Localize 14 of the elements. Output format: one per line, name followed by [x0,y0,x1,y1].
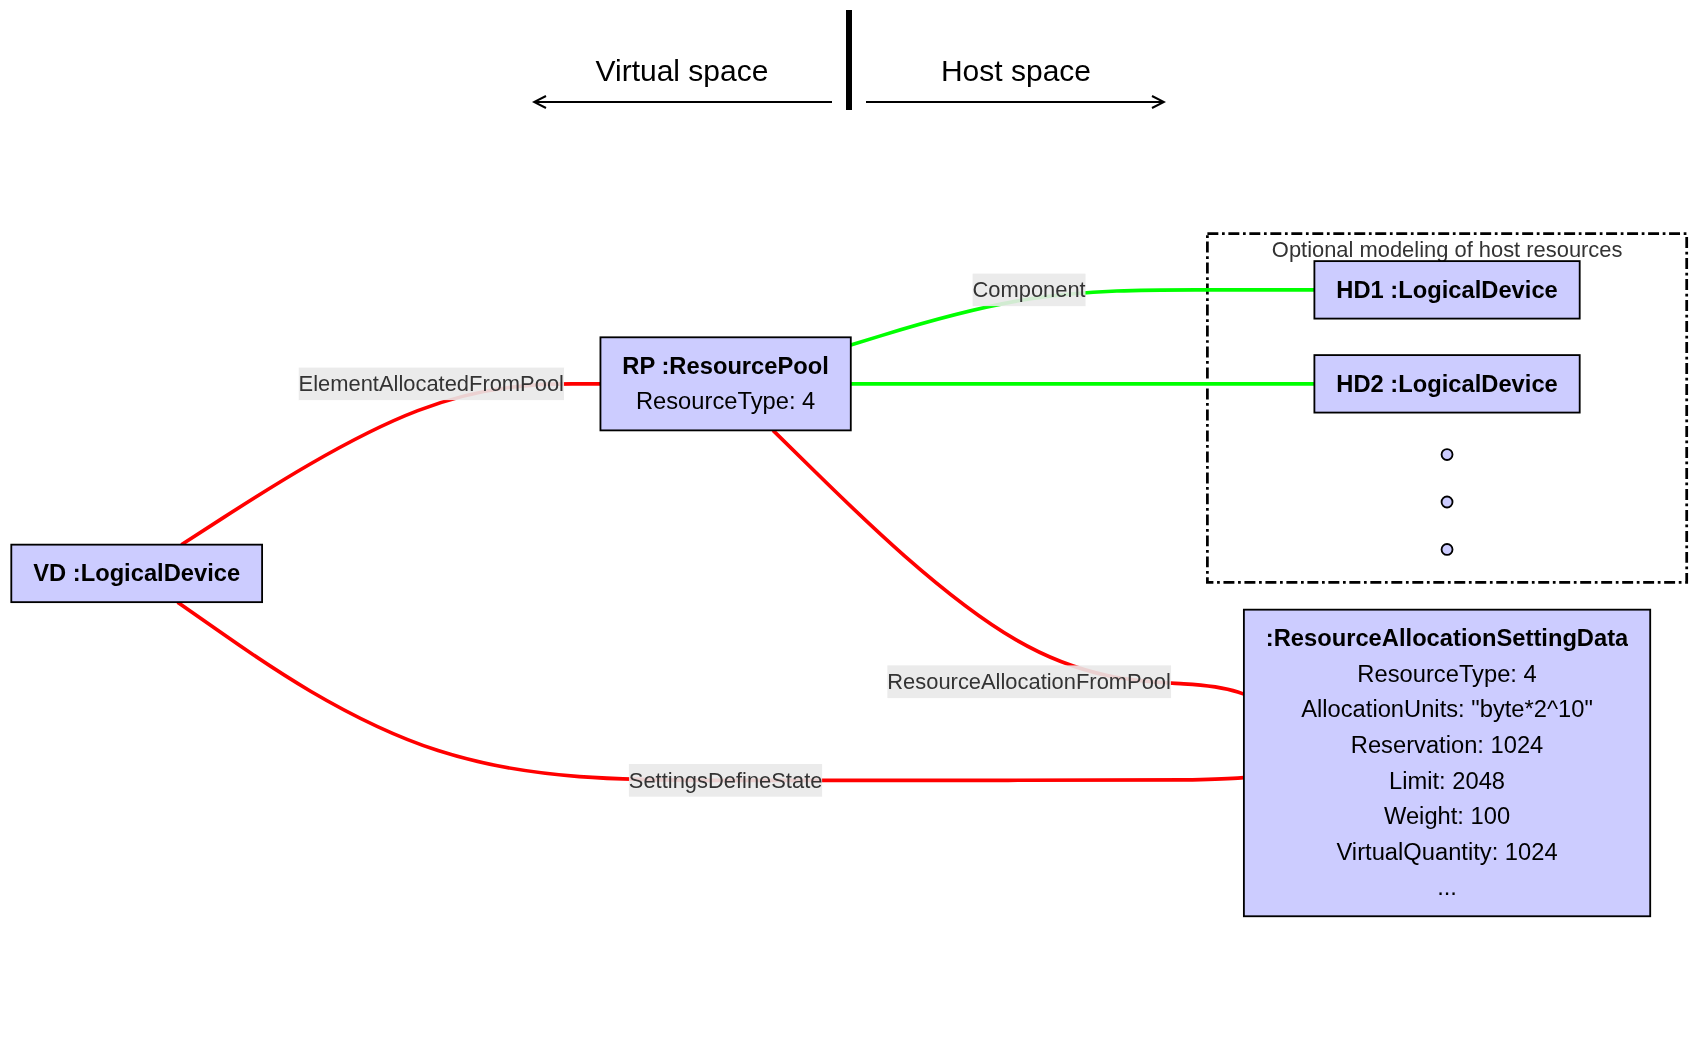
node-box: RP :ResourcePool ResourceType: 4 [599,336,852,432]
edge-label: Component [972,277,1086,302]
edge-label: SettingsDefineState [628,767,823,793]
node-circle [1440,495,1454,509]
node-circle [1440,543,1454,556]
edge-label: ResourceAllocationFromPool [887,668,1171,694]
node-box: HD1 :LogicalDevice [1313,260,1581,320]
space-label: Virtual space [595,54,769,88]
space-label: Host space [940,54,1092,88]
edge-label: ElementAllocatedFromPool [298,371,564,396]
node-box: :ResourceAllocationSettingData ResourceType: 4 AllocationUnits: "byte*2^10" Reservation: 1024 Limit: 2048 Weight: 100 VirtualQuantity: 1024 ... [1243,608,1652,918]
node-box: VD :LogicalDevice [10,543,263,604]
node-box: HD2 :LogicalDevice [1313,354,1581,414]
node-circle [1440,448,1454,461]
